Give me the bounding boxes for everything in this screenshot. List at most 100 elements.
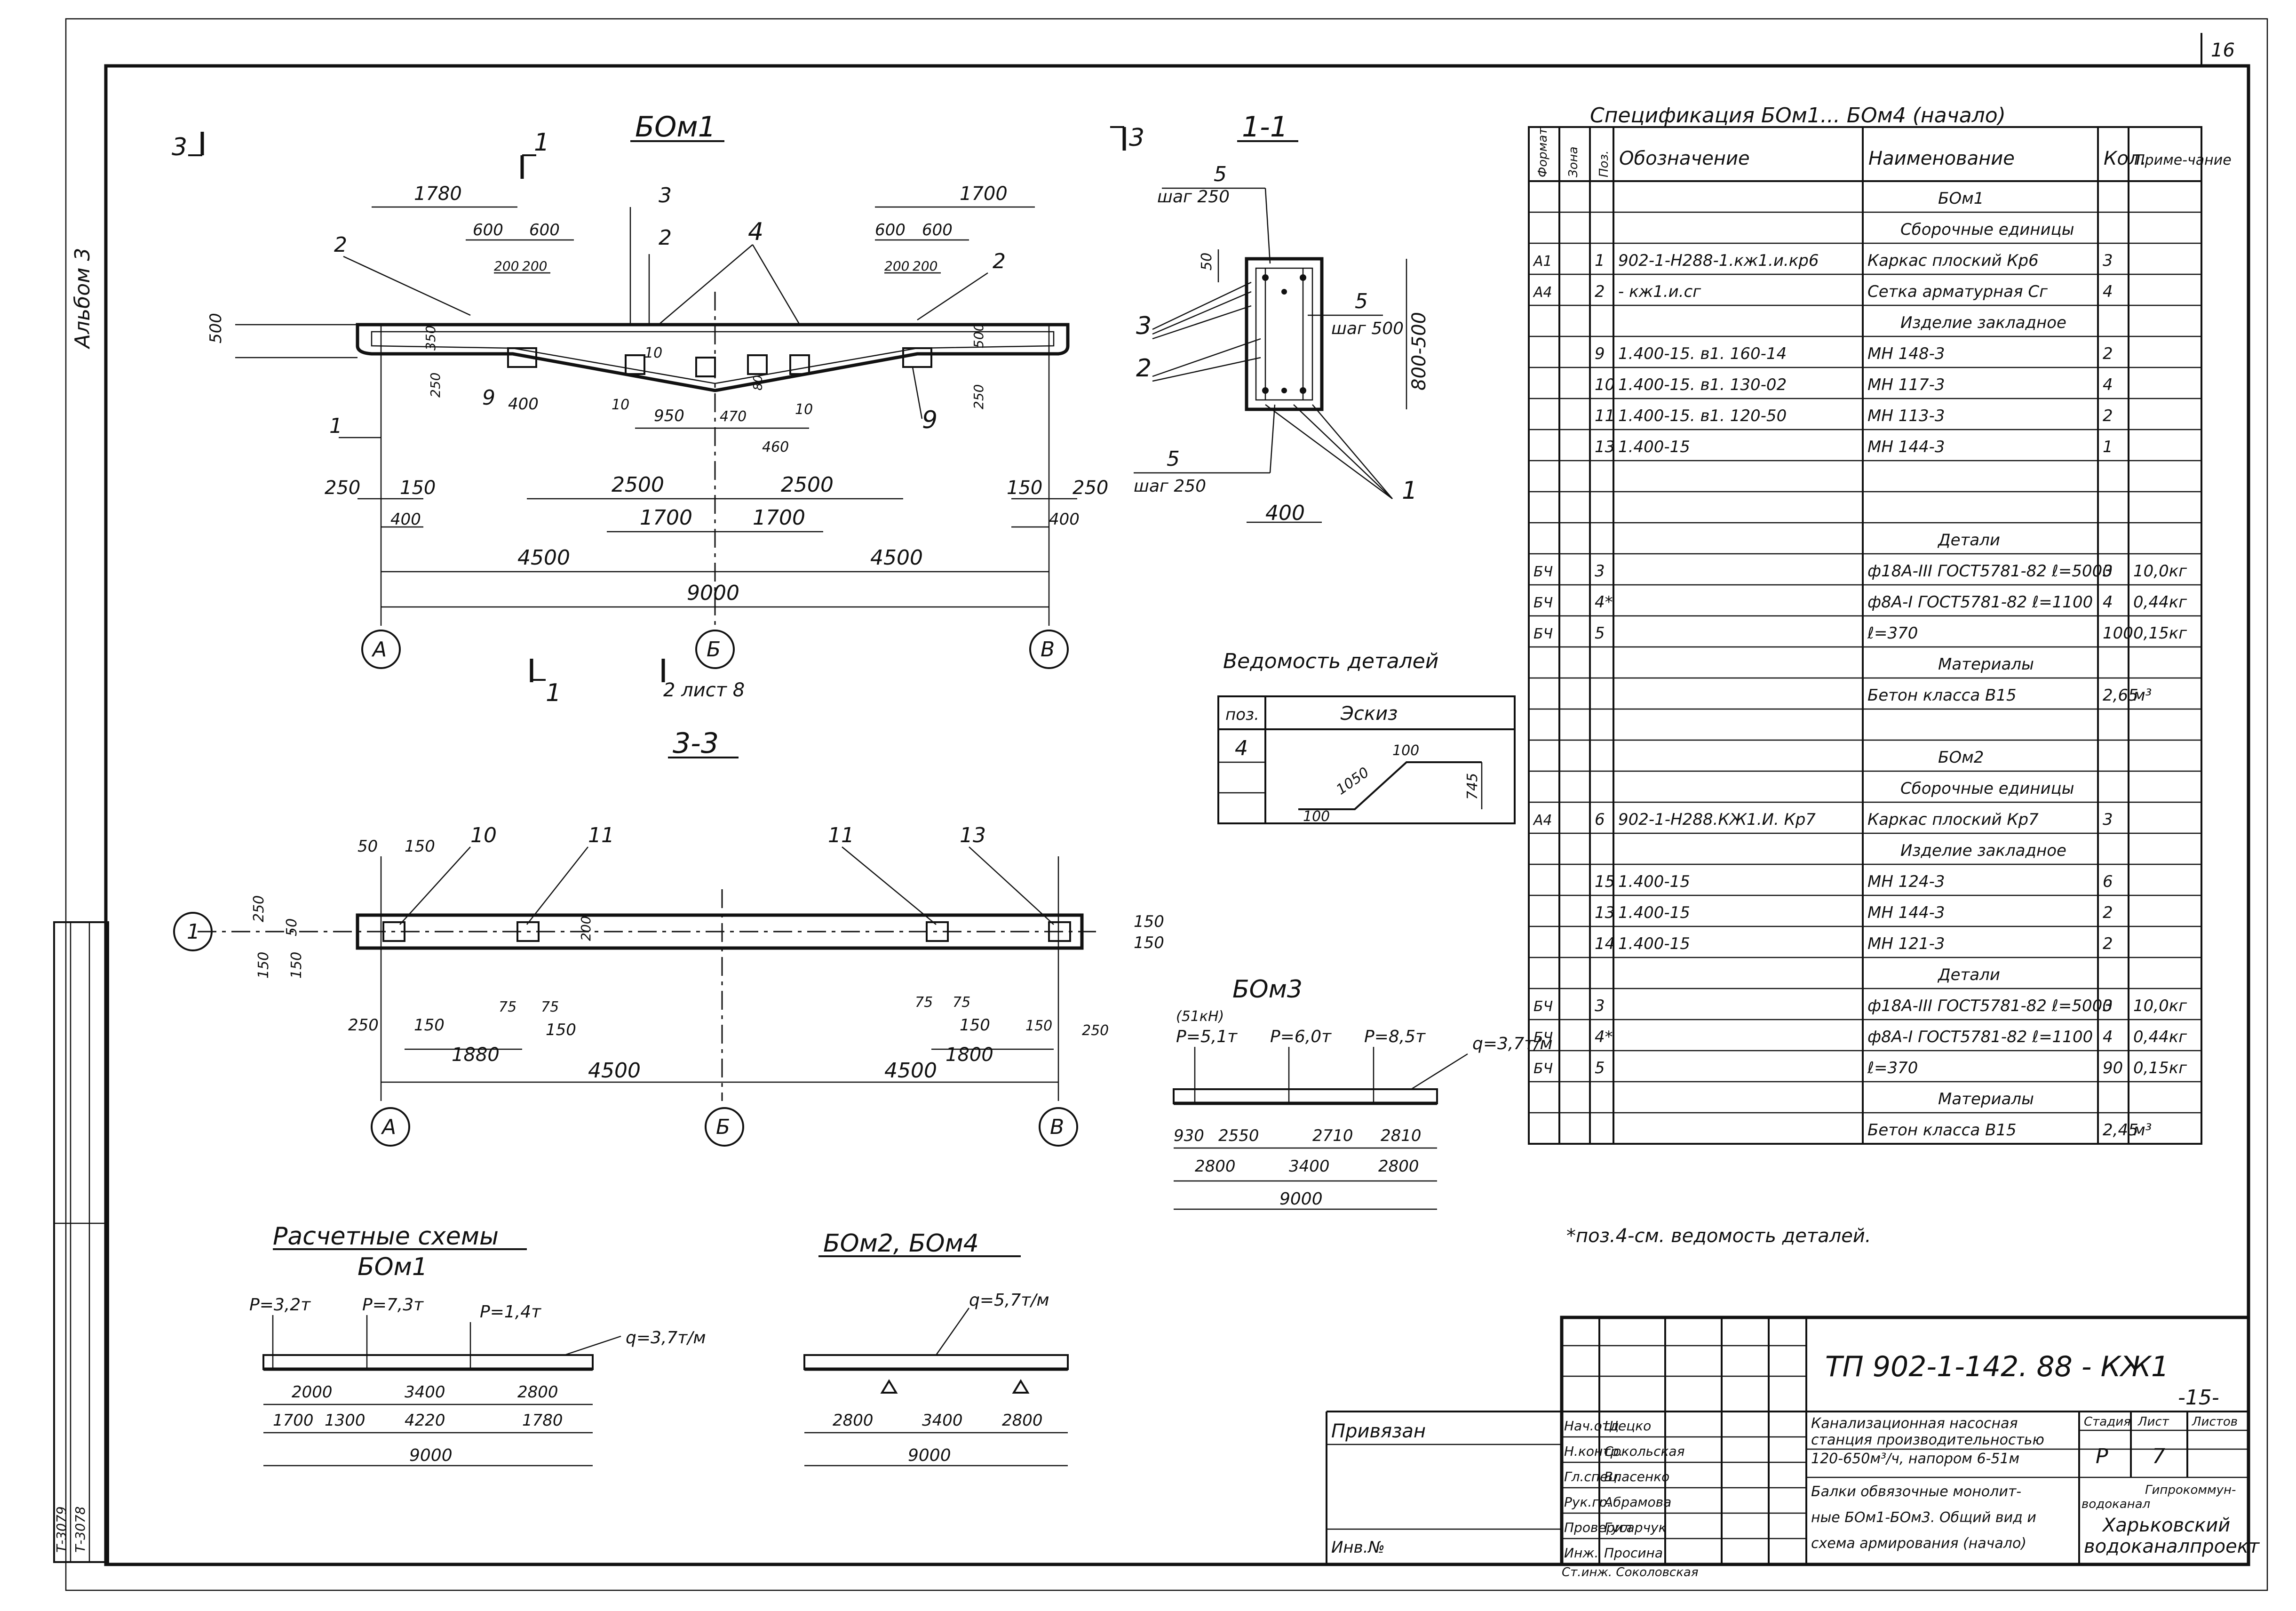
svg-text:1: 1: [546, 679, 561, 707]
svg-text:600: 600: [922, 221, 953, 239]
spec-cell: 10,0кг: [2133, 997, 2187, 1015]
spec-cell: ℓ=370: [1867, 624, 1918, 643]
svg-text:1050: 1050: [1334, 764, 1373, 798]
spec-cell: ф8А-I ГОСТ5781-82 ℓ=1100: [1867, 593, 2093, 612]
spec-header-5: Кол.: [2104, 148, 2146, 169]
svg-text:100: 100: [1392, 742, 1419, 759]
svg-text:80: 80: [751, 375, 765, 391]
spec-footnote: *поз.4-см. ведомость деталей.: [1566, 1225, 1871, 1247]
svg-text:9: 9: [922, 406, 937, 434]
role-name: Гусарчук: [1604, 1520, 1667, 1535]
svg-text:4: 4: [748, 218, 763, 246]
spec-cell: 3: [2103, 810, 2113, 829]
svg-text:БОм3: БОм3: [1232, 975, 1303, 1004]
bom1-title: БОм1: [635, 111, 716, 144]
spec-cell: А4: [1533, 812, 1552, 829]
svg-text:2800: 2800: [1378, 1157, 1419, 1176]
svg-text:Т-3079: Т-3079: [54, 1507, 69, 1553]
svg-text:3400: 3400: [922, 1411, 963, 1430]
spec-cell: 1.400-15: [1618, 934, 1690, 953]
spec-header-6: Приме-чание: [2134, 152, 2232, 168]
spec-cell: 0,15кг: [2133, 1059, 2187, 1077]
spec-cell: 5: [1595, 624, 1605, 643]
spec-cell: 3: [2103, 562, 2113, 581]
scheme-bom1: Расчетные схемы БОм1 Р=3,2т Р=7,3т Р=1,4…: [249, 1222, 706, 1467]
svg-text:500: 500: [207, 313, 225, 343]
spec-cell: 6: [2103, 872, 2113, 891]
svg-text:Р=3,2т: Р=3,2т: [249, 1295, 311, 1315]
spec-cell: 4: [2103, 1028, 2113, 1046]
svg-text:1-1: 1-1: [1242, 111, 1288, 144]
svg-text:2000: 2000: [292, 1383, 333, 1402]
svg-text:Ст.инж. Соколовская: Ст.инж. Соколовская: [1562, 1565, 1699, 1579]
spec-cell: Сборочные единицы: [1900, 779, 2074, 798]
svg-text:350: 350: [423, 326, 438, 351]
svg-text:1780: 1780: [522, 1411, 563, 1430]
spec-cell: 0,44кг: [2133, 1028, 2187, 1046]
axis-bubble-b: Б: [695, 630, 735, 669]
spec-cell: БЧ: [1533, 1061, 1553, 1077]
svg-text:3400: 3400: [405, 1383, 445, 1402]
role-name: Сокольская: [1604, 1444, 1684, 1459]
svg-text:150: 150: [1025, 1018, 1052, 1034]
spec-cell: 2: [2103, 903, 2113, 922]
svg-text:Р=8,5т: Р=8,5т: [1364, 1027, 1426, 1046]
svg-text:10: 10: [644, 345, 662, 361]
svg-text:1300: 1300: [325, 1411, 365, 1430]
svg-text:9000: 9000: [908, 1446, 951, 1465]
spec-header-4: Наименование: [1868, 148, 2015, 169]
svg-text:1700: 1700: [753, 506, 805, 530]
svg-text:2710: 2710: [1312, 1126, 1353, 1145]
svg-text:Харьковский: Харьковский: [2102, 1515, 2230, 1536]
svg-text:400: 400: [508, 395, 539, 414]
spec-cell: 3: [2103, 251, 2113, 270]
spec-cell: 13: [1595, 903, 1615, 922]
svg-text:150: 150: [546, 1021, 576, 1039]
svg-text:Т-3078: Т-3078: [72, 1507, 88, 1553]
svg-text:В: В: [1041, 638, 1055, 662]
svg-text:4500: 4500: [517, 546, 570, 570]
spec-cell: 9: [1595, 344, 1605, 363]
spec-cell: 902-1-Н288.КЖ1.И. Кр7: [1618, 810, 1816, 829]
svg-text:200: 200: [578, 916, 594, 941]
svg-text:10: 10: [612, 397, 629, 413]
svg-text:1700: 1700: [960, 183, 1008, 205]
spec-cell: БЧ: [1533, 564, 1553, 580]
svg-text:4500: 4500: [870, 546, 923, 570]
svg-text:1880: 1880: [452, 1044, 500, 1066]
svg-text:1: 1: [534, 128, 549, 157]
album-label: Альбом 3: [71, 248, 95, 350]
scheme-bom3: БОм3 (51кН) Р=5,1т Р=6,0т Р=8,5т q=3,7т/…: [1173, 975, 1553, 1210]
svg-text:4500: 4500: [588, 1059, 641, 1083]
svg-text:Ведомость деталей: Ведомость деталей: [1223, 649, 1438, 673]
spec-cell: ф18А-III ГОСТ5781-82 ℓ=5000: [1867, 997, 2113, 1015]
role-title: Инж.: [1564, 1545, 1598, 1561]
svg-text:2 лист 8: 2 лист 8: [663, 679, 745, 701]
svg-text:Р=6,0т: Р=6,0т: [1270, 1027, 1332, 1046]
svg-text:(51кН): (51кН): [1176, 1008, 1224, 1025]
spec-cell: Сетка арматурная Сг: [1867, 282, 2048, 301]
svg-text:Гипрокоммун-: Гипрокоммун-: [2145, 1483, 2236, 1497]
spec-cell: 0,44кг: [2133, 593, 2187, 612]
spec-cell: 1.400-15: [1618, 438, 1690, 456]
spec-cell: Каркас плоский Кр6: [1867, 251, 2039, 270]
svg-text:Канализационная насосная: Канализационная насосная: [1811, 1415, 2018, 1432]
svg-text:150: 150: [288, 952, 305, 979]
svg-text:3: 3: [1129, 124, 1144, 152]
svg-text:10: 10: [795, 401, 813, 418]
svg-text:2: 2: [993, 249, 1006, 273]
svg-text:Лист: Лист: [2137, 1415, 2169, 1429]
svg-text:Р: Р: [2096, 1444, 2108, 1468]
spec-cell: 10,0кг: [2133, 562, 2187, 581]
svg-text:150: 150: [405, 837, 435, 856]
spec-cell: БЧ: [1533, 626, 1553, 642]
spec-cell: Бетон класса В15: [1867, 686, 2017, 705]
svg-text:500: 500: [971, 323, 986, 348]
svg-text:поз.: поз.: [1225, 705, 1259, 724]
svg-text:1: 1: [1402, 477, 1417, 505]
svg-text:1780: 1780: [414, 183, 462, 205]
outer-frame: [65, 18, 2268, 1591]
spec-cell: 1: [2103, 438, 2113, 456]
svg-text:5: 5: [1214, 162, 1227, 186]
